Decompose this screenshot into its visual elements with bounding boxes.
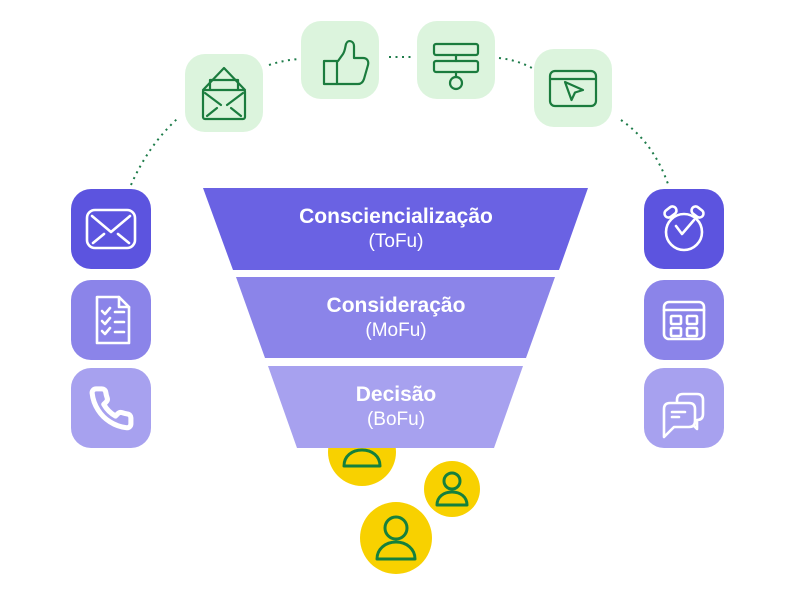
- funnel-level-subtitle: (MoFu): [365, 319, 427, 341]
- funnel-level-title: Consideração: [326, 293, 466, 317]
- arc-segment: [498, 57, 533, 69]
- lead-circle: [424, 461, 480, 517]
- envelope-open-icon: [201, 66, 247, 121]
- checklist-document-icon: [95, 295, 131, 345]
- tile-alarm: [644, 189, 724, 269]
- alarm-clock-icon: [663, 205, 705, 252]
- funnel-level-title: Decisão: [355, 383, 437, 406]
- lead-circle: [360, 502, 432, 574]
- arc-segment: [268, 58, 300, 66]
- calendar-grid-icon: [662, 300, 706, 341]
- tile-thumbs-up: [301, 21, 379, 99]
- tile-workflow: [417, 21, 495, 99]
- tile-calendar: [644, 280, 724, 360]
- person-icon: [435, 471, 469, 507]
- tile-mail: [71, 189, 151, 269]
- workflow-icon: [432, 42, 480, 91]
- browser-cursor-icon: [548, 69, 598, 108]
- arc-segment: [620, 119, 669, 185]
- tile-checklist: [71, 280, 151, 360]
- tile-phone: [71, 368, 151, 448]
- chat-bubbles-icon: [662, 392, 705, 439]
- funnel-level-tofu: Consciencialização (ToFu): [203, 188, 588, 270]
- tile-browser-cursor: [534, 49, 612, 127]
- tile-envelope-open: [185, 54, 263, 132]
- person-icon: [375, 515, 417, 561]
- tile-chat: [644, 368, 724, 448]
- arc-segment: [130, 118, 178, 186]
- funnel-level-subtitle: (ToFu): [368, 231, 424, 253]
- thumbs-up-icon: [322, 40, 370, 86]
- funnel-level-bofu: Decisão (BoFu): [268, 366, 523, 448]
- phone-icon: [89, 386, 134, 431]
- funnel-level-mofu: Consideração (MoFu): [236, 277, 555, 358]
- funnel-level-subtitle: (BoFu): [366, 409, 426, 431]
- funnel-level-title: Consciencialização: [299, 205, 493, 228]
- mail-icon: [85, 208, 137, 250]
